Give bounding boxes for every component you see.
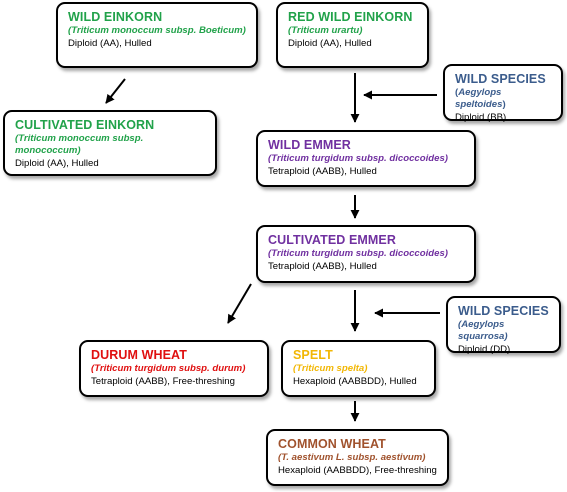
node-common-wheat: COMMON WHEAT (T. aestivum L. subsp. aest… [266,429,449,486]
node-cultivated-einkorn: CULTIVATED EINKORN (Triticum monoccum su… [3,110,217,176]
node-description: Diploid (AA), Hulled [68,38,152,49]
node-description: Diploid (AA), Hulled [288,38,372,49]
node-title: COMMON WHEAT [278,437,386,451]
node-scientific-name: (Triticum monoccum subsp. monococcum) [15,133,144,156]
node-description: Tetraploid (AABB), Hulled [268,166,377,177]
node-description: Hexaploid (AABBDD), Hulled [293,376,417,387]
node-scientific-name: (Triticum urartu) [288,25,363,36]
node-title: WILD EINKORN [68,10,163,24]
node-description: Tetraploid (AABB), Hulled [268,261,377,272]
node-title: WILD SPECIES [458,304,549,318]
node-description: Diploid (AA), Hulled [15,158,99,169]
node-scientific-name: (Triticum turgidum subsp. dicoccoides) [268,153,448,164]
node-description: Tetraploid (AABB), Free-threshing [91,376,235,387]
node-scientific-name: (Aegylops speltoides) [455,87,553,111]
node-scientific-name: (T. aestivum L. subsp. aestivum) [278,452,426,463]
sci-prefix: ( [455,87,459,98]
node-title: SPELT [293,348,333,362]
node-title: CULTIVATED EINKORN [15,118,155,132]
node-title: RED WILD EINKORN [288,10,413,24]
node-scientific-name: (Triticum spelta) [293,363,368,374]
node-red-wild-einkorn: RED WILD EINKORN (Triticum urartu) Diplo… [276,2,429,68]
node-title: WILD EMMER [268,138,351,152]
sci-suffix: ) [502,99,506,110]
node-scientific-name: (Triticum turgidum subsp. dicoccoides) [268,248,448,259]
node-scientific-name: (Aegylops squarrosa) [458,319,508,342]
node-wild-species-squarrosa: WILD SPECIES (Aegylops squarrosa) Diploi… [446,296,561,355]
node-description: Hexaploid (AABBDD), Free-threshing [278,465,437,476]
node-wild-species-speltoides: WILD SPECIES (Aegylops speltoides) Diplo… [443,64,563,123]
arrow-cultivated-emmer-to-durum-wheat [227,283,252,324]
node-wild-emmer: WILD EMMER (Triticum turgidum subsp. dic… [256,130,476,187]
node-wild-einkorn: WILD EINKORN (Triticum monoccum subsp. B… [56,2,258,68]
node-title: DURUM WHEAT [91,348,187,362]
node-title: CULTIVATED EMMER [268,233,396,247]
node-spelt: SPELT (Triticum spelta) Hexaploid (AABBD… [281,340,436,397]
arrow-wild-einkorn-to-cultivated-einkorn [105,78,126,104]
node-durum-wheat: DURUM WHEAT (Triticum turgidum subsp. du… [79,340,269,397]
node-title: WILD SPECIES [455,72,546,86]
node-scientific-name: (Triticum turgidum subsp. durum) [91,363,246,374]
node-description: Diploid (BB) [455,112,507,123]
node-cultivated-emmer: CULTIVATED EMMER (Triticum turgidum subs… [256,225,476,283]
node-scientific-name: (Triticum monoccum subsp. Boeticum) [68,25,246,36]
node-description: Diploid (DD) [458,344,511,355]
sci-name: Aegylops speltoides [455,87,503,110]
